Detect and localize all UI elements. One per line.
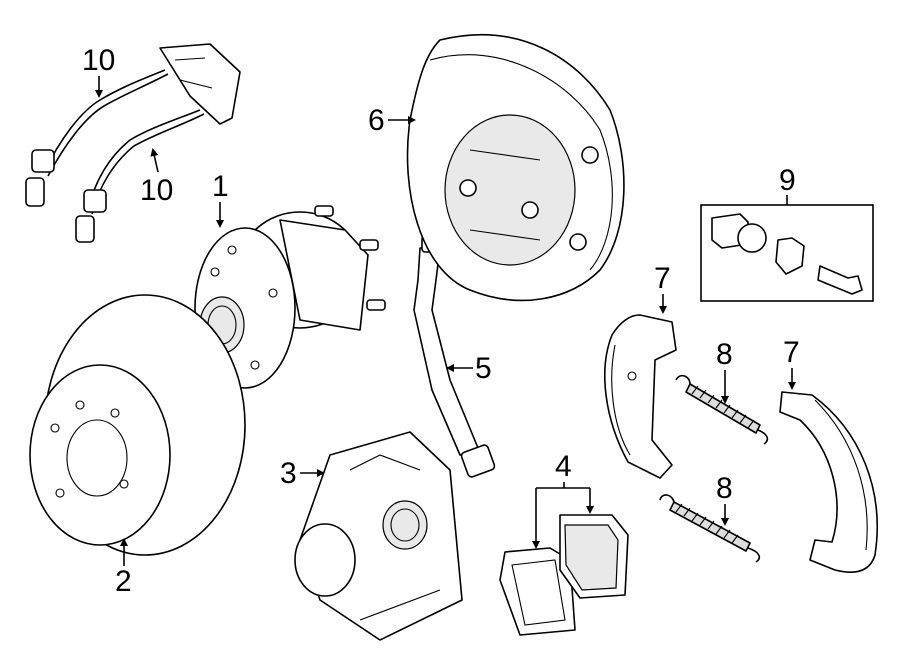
callout-sensor-lower: 10 — [140, 174, 173, 207]
callout-shoe-right: 7 — [783, 336, 800, 369]
brake-shoe-right — [779, 391, 878, 573]
backing-plate — [406, 34, 625, 302]
callout-spring-upper: 8 — [716, 338, 733, 371]
callout-kit: 9 — [779, 164, 796, 197]
abs-sensor-wires — [25, 43, 241, 243]
callout-backing-plate: 6 — [368, 104, 385, 137]
brake-rotor — [29, 294, 246, 556]
callout-hub: 1 — [212, 170, 229, 203]
brake-shoe-left — [604, 314, 677, 479]
callout-hose: 5 — [475, 352, 492, 385]
return-spring-lower — [659, 494, 761, 563]
callout-spring-lower: 8 — [716, 472, 733, 505]
callout-pads: 4 — [555, 450, 572, 483]
hardware-kit-box — [700, 204, 874, 302]
brake-pads — [499, 514, 629, 636]
callout-rotor: 2 — [115, 565, 132, 598]
callout-sensor-upper: 10 — [82, 44, 115, 77]
callout-caliper: 3 — [280, 457, 297, 490]
return-spring-upper — [675, 374, 769, 445]
callout-shoe-upper: 7 — [654, 262, 671, 295]
brake-caliper — [294, 431, 463, 641]
